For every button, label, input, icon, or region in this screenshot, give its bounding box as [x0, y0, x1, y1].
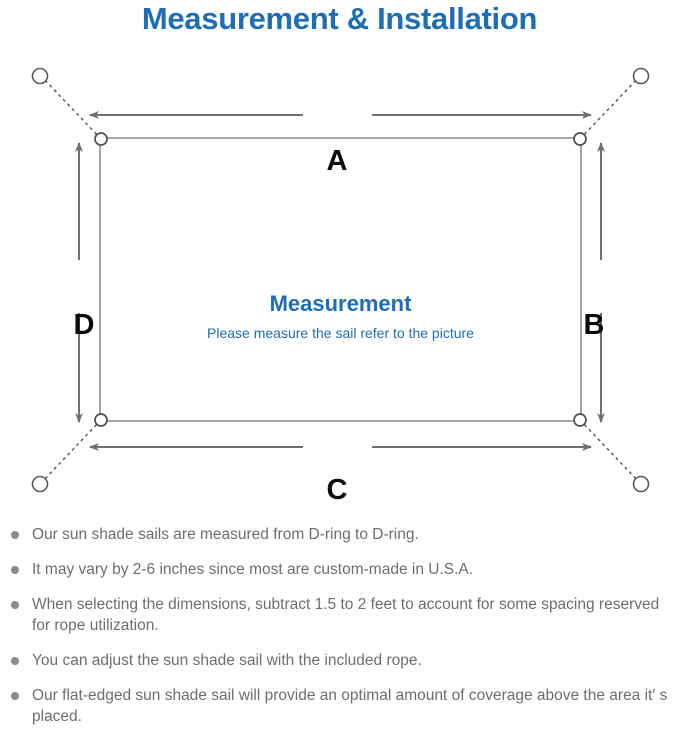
dimension-label-c: C	[326, 474, 348, 506]
list-item: Our flat-edged sun shade sail will provi…	[0, 685, 679, 727]
note-text: When selecting the dimensions, subtract …	[32, 596, 660, 634]
list-item: Our sun shade sails are measured from D-…	[0, 524, 679, 545]
rope-line-top-right	[579, 75, 641, 140]
note-text: Our flat-edged sun shade sail will provi…	[32, 687, 668, 725]
note-text: Our sun shade sails are measured from D-…	[32, 526, 419, 543]
list-item: You can adjust the sun shade sail with t…	[0, 650, 679, 671]
note-text: You can adjust the sun shade sail with t…	[32, 652, 422, 669]
bullet-icon	[11, 692, 19, 700]
d-ring-bottom-left	[94, 413, 108, 427]
anchor-point-bottom-left	[31, 475, 49, 493]
rope-line-top-left	[40, 75, 102, 140]
anchor-point-bottom-right	[632, 475, 650, 493]
sail-sublabel: Please measure the sail refer to the pic…	[207, 325, 474, 341]
sail-rectangle	[99, 137, 582, 422]
sun-shade-sail-measurement-diagram: Measurement Please measure the sail refe…	[0, 48, 679, 518]
rope-line-bottom-right	[579, 419, 641, 484]
page-title: Measurement & Installation	[141, 1, 538, 36]
anchor-point-top-right	[632, 67, 650, 85]
diagram-svg	[31, 67, 650, 493]
list-item: It may vary by 2-6 inches since most are…	[0, 559, 679, 580]
bullet-icon	[11, 531, 19, 539]
dimension-label-a: A	[326, 145, 348, 177]
notes-list: Our sun shade sails are measured from D-…	[0, 524, 679, 741]
dimension-label-b: B	[583, 309, 605, 341]
note-text: It may vary by 2-6 inches since most are…	[32, 561, 474, 578]
rope-line-bottom-left	[40, 419, 102, 484]
list-item: When selecting the dimensions, subtract …	[0, 594, 679, 636]
bullet-icon	[11, 566, 19, 574]
dimension-label-d: D	[73, 309, 95, 341]
sail-label: Measurement	[269, 291, 412, 316]
d-ring-top-left	[94, 132, 108, 146]
d-ring-top-right	[573, 132, 587, 146]
d-ring-bottom-right	[573, 413, 587, 427]
bullet-icon	[11, 601, 19, 609]
bullet-icon	[11, 657, 19, 665]
anchor-point-top-left	[31, 67, 49, 85]
